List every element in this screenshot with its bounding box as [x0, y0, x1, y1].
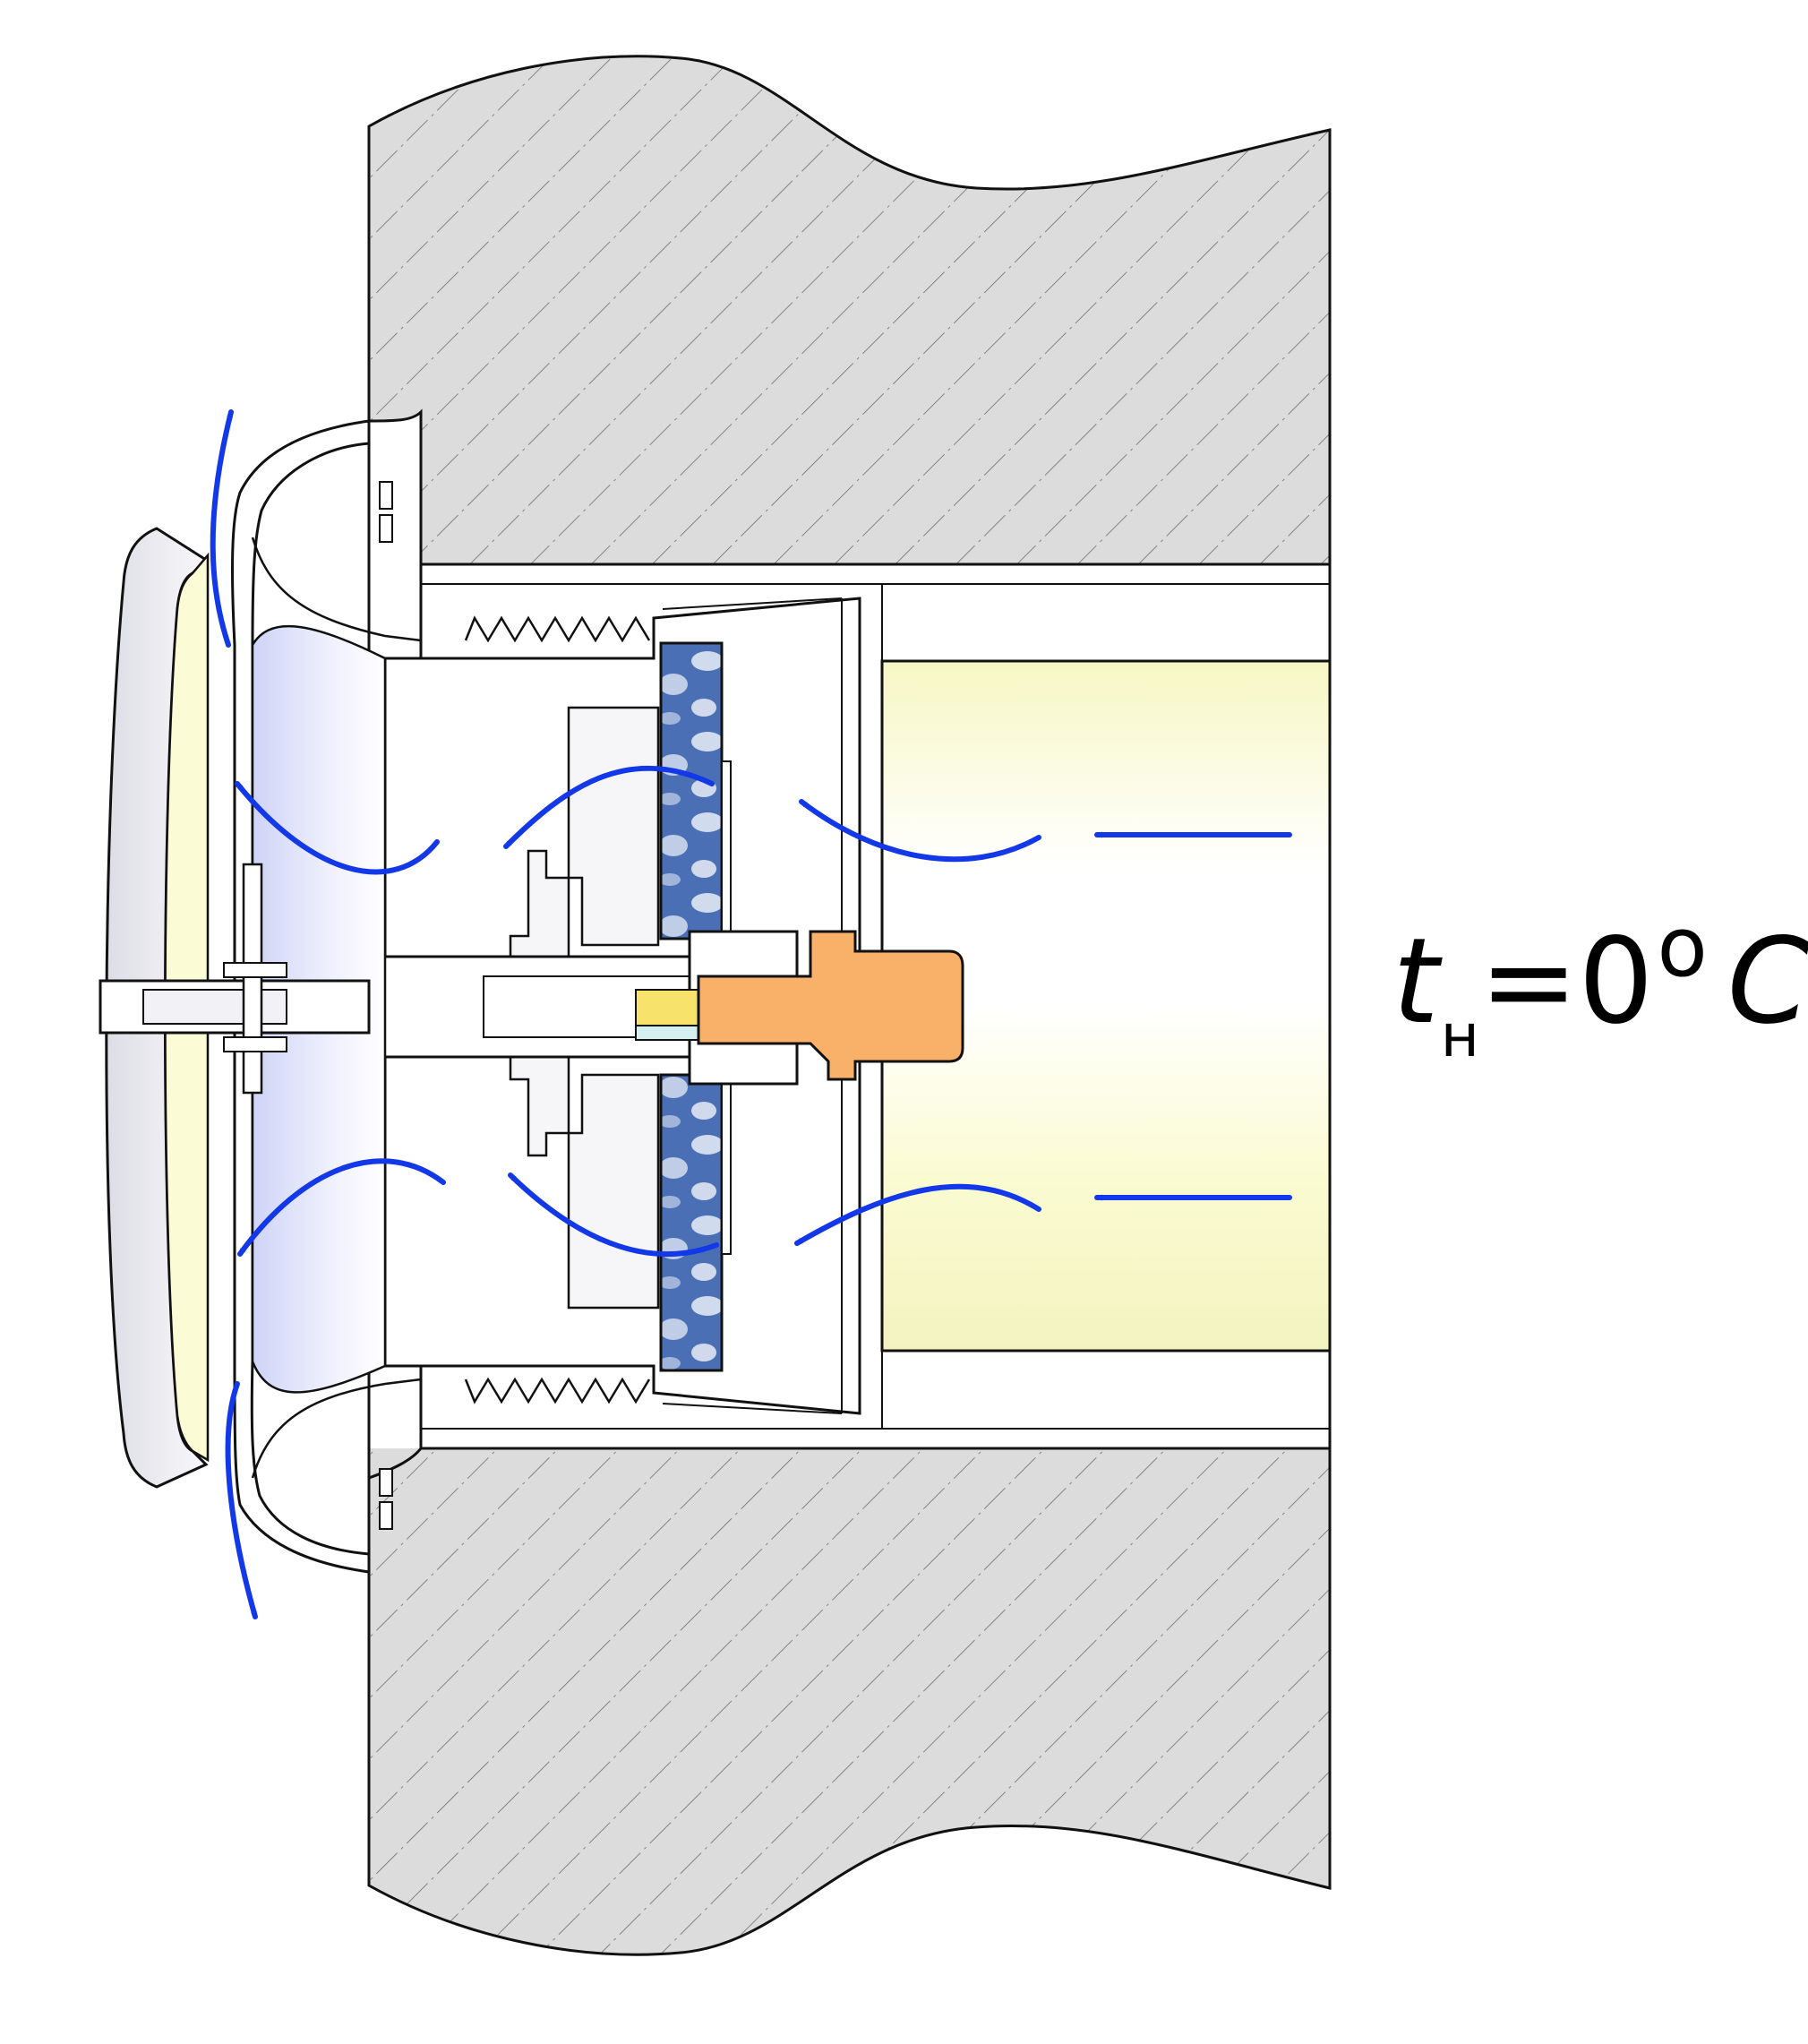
degree-sign: o	[1657, 899, 1708, 995]
clip-bottom-a	[379, 1468, 393, 1497]
equals-sign: =	[1478, 913, 1579, 1051]
filter-plate-top	[721, 760, 732, 932]
diffuser-neck-top	[251, 537, 422, 642]
clip-top-b	[379, 514, 393, 543]
airflow-arrow-icon	[503, 765, 715, 849]
airflow-arrows	[210, 409, 1292, 1619]
temperature-subscript: н	[1440, 1001, 1479, 1070]
airflow-arrow-icon	[225, 1381, 258, 1619]
airflow-arrow-icon	[794, 1183, 1041, 1246]
wall-lower-block	[367, 1447, 1332, 1956]
housing-inner-top	[662, 597, 843, 610]
airflow-arrow-icon	[210, 409, 234, 648]
temperature-value: 0	[1578, 913, 1654, 1051]
temperature-symbol: t	[1392, 913, 1439, 1051]
diffuser-flange	[231, 419, 371, 1574]
cap-washer-bottom	[223, 1036, 287, 1052]
airflow-arrow-icon	[237, 1158, 446, 1257]
brass-fitting	[697, 930, 964, 1081]
cap-post	[242, 863, 263, 1095]
clip-top-a	[379, 481, 393, 510]
cap-washer-top	[223, 962, 287, 978]
inner-cup	[509, 706, 660, 1310]
thread-bottom	[464, 1377, 651, 1404]
airflow-arrow-icon	[799, 799, 1041, 863]
housing-inner-bottom	[662, 1403, 843, 1414]
filter-plate-bottom	[721, 1083, 732, 1255]
clip-bottom-b	[379, 1501, 393, 1530]
thread-top	[464, 615, 651, 643]
airflow-arrow-icon	[508, 1172, 719, 1258]
airflow-arrow-icon	[235, 781, 440, 875]
cap-stem-inner	[142, 989, 287, 1025]
wall-upper	[367, 55, 1332, 566]
diffuser-neck-bottom	[251, 1378, 422, 1479]
filter-disc-top	[659, 641, 724, 940]
temperature-unit: C	[1727, 913, 1808, 1051]
filter-disc-bottom	[659, 1073, 724, 1372]
thermo-insert	[635, 989, 707, 1026]
thermo-insert-light	[635, 1025, 699, 1041]
